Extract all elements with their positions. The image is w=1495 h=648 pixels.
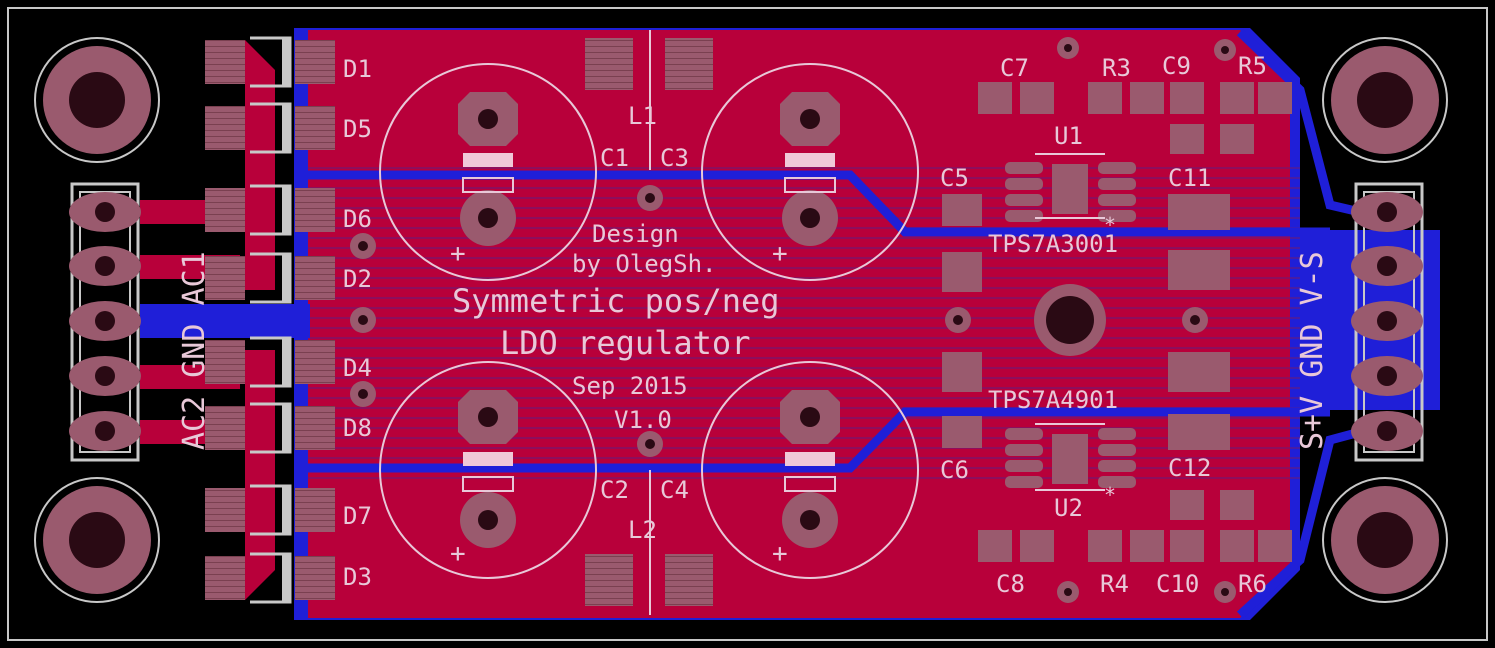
label-l2: L2 xyxy=(628,516,657,544)
electrolytic-capacitors xyxy=(379,63,919,579)
label-r4: R4 xyxy=(1100,570,1129,598)
gnd-bus-left xyxy=(140,304,310,338)
label-version: V1.0 xyxy=(614,406,672,434)
label-d1: D1 xyxy=(343,55,372,83)
connector-left-label: AC2 GND AC1 xyxy=(177,251,212,450)
label-ic1-part: TPS7A3001 xyxy=(988,230,1118,258)
board-title-2: LDO regulator xyxy=(500,324,750,362)
label-design-1: Design xyxy=(592,220,679,248)
connector-right xyxy=(1351,182,1424,462)
plus-mark-c3: + xyxy=(772,239,788,269)
label-c1: C1 xyxy=(600,144,629,172)
label-c12: C12 xyxy=(1168,454,1211,482)
label-date: Sep 2015 xyxy=(572,372,688,400)
plus-mark-c4: + xyxy=(772,539,788,569)
plus-mark-c2: + xyxy=(450,539,466,569)
label-d6: D6 xyxy=(343,205,372,233)
diode-footprints xyxy=(205,36,335,604)
label-d5: D5 xyxy=(343,115,372,143)
label-r3: R3 xyxy=(1102,54,1131,82)
label-u1: U1 xyxy=(1054,122,1083,150)
connector-left xyxy=(69,182,141,462)
label-design-2: by OlegSh. xyxy=(572,250,717,278)
vertical-bus xyxy=(294,28,308,620)
label-d7: D7 xyxy=(343,502,372,530)
plus-mark-c1: + xyxy=(450,239,466,269)
label-c2: C2 xyxy=(600,476,629,504)
label-d4: D4 xyxy=(343,354,372,382)
label-c6: C6 xyxy=(940,456,969,484)
smd-pads xyxy=(942,82,1292,562)
label-d2: D2 xyxy=(343,265,372,293)
bottom-traces xyxy=(300,28,1362,619)
connector-right-label: S+V GND V-S xyxy=(1295,251,1330,450)
label-d3: D3 xyxy=(343,563,372,591)
pin1-mark-u2: * xyxy=(1104,483,1116,507)
label-c4: C4 xyxy=(660,476,689,504)
label-l1: L1 xyxy=(628,102,657,130)
ic-footprints xyxy=(1005,153,1136,491)
board-title-1: Symmetric pos/neg xyxy=(452,282,780,320)
board-outline xyxy=(7,7,1488,641)
label-c10: C10 xyxy=(1156,570,1199,598)
inductor-pads xyxy=(585,38,713,606)
pin1-mark-u1: * xyxy=(1104,213,1116,237)
label-u2: U2 xyxy=(1054,494,1083,522)
label-c7: C7 xyxy=(1000,54,1029,82)
label-r5: R5 xyxy=(1238,52,1267,80)
label-d8: D8 xyxy=(343,414,372,442)
label-c8: C8 xyxy=(996,570,1025,598)
silkscreen-labels: D1 D5 D6 D2 D4 D8 D7 D3 L1 L2 C1 C3 C2 C… xyxy=(177,52,1330,598)
label-ic2-part: TPS7A4901 xyxy=(988,386,1118,414)
label-c11: C11 xyxy=(1168,164,1211,192)
label-c3: C3 xyxy=(660,144,689,172)
label-c9: C9 xyxy=(1162,52,1191,80)
mounting-holes xyxy=(34,37,1448,603)
label-r6: R6 xyxy=(1238,570,1267,598)
label-c5: C5 xyxy=(940,164,969,192)
